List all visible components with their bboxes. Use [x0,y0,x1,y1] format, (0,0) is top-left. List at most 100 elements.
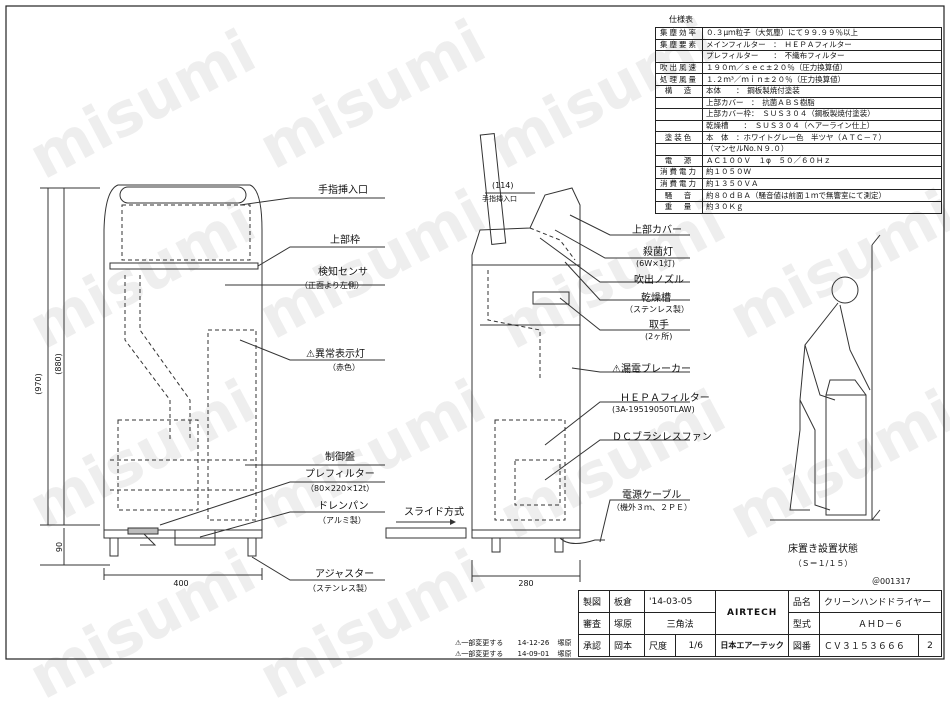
side-dimensions [471,192,581,582]
label-slide: スライド方式 [404,507,464,518]
revision-by: 塚原 [557,639,572,647]
spec-value: 上部カバー枠： ＳＵＳ３０４（鋼板製焼付塗装） [702,108,942,121]
tb-label: 製図 [578,590,610,613]
tb-value: 板倉 [609,590,645,613]
revision-row: ⚠一部変更する 14-09-01 塚原 [455,651,572,658]
title-block: 製図 板倉 '14-03-05 AIRTECH 品名 クリーンハンドドライヤー … [578,590,943,658]
dim-height-base: 90 [55,541,65,553]
spec-value: 乾燥槽 ： ＳＵＳ３０４（ヘアーライン仕上） [702,119,942,133]
spec-key: 処理風量 [655,73,703,86]
label-adjuster-sub: （ステンレス製） [308,584,372,593]
spec-value: 約１０５０Ｗ [702,166,942,179]
spec-value: ０.３μｍ粒子（大気塵）にて９９.９９％以上 [702,27,942,40]
spec-key [655,119,703,133]
label-cable-sub: （機外３ｍ、２ＰＥ） [612,503,692,512]
logo-nihon-airtech: 日本エアーテック [715,634,789,657]
spec-value: １９０ｍ／ｓｅｃ±２０％（圧力換算値） [702,61,942,75]
spec-value: 上部カバー ： 抗菌ＡＢＳ樹脂 [702,96,942,110]
spec-row: 構 造本体 ： 鋼板製焼付塗装 [655,84,942,98]
tb-label: 図番 [787,634,820,657]
drawing-lines [5,5,945,660]
dim-height-body: (880) [53,353,63,375]
revision-date: 14-09-01 [517,650,550,658]
label-control-panel: 制御盤 [325,452,355,463]
install-view [770,234,881,521]
spec-row: 消費電力約１０５０Ｗ [655,166,942,179]
tb-value: クリーンハンドドライヤー [818,590,943,613]
label-breaker: ⚠漏電ブレーカー [612,364,691,375]
label-handle-sub: (2ヶ所) [645,332,673,341]
label-fan: ＤＣブラシレスファン [612,432,712,443]
spec-value: 本 体 ：ホワイトグレー色 半ツヤ（ＡＴＣ－７） [702,131,942,144]
label-alarm-lamp: ⚠異常表示灯 [306,349,365,360]
label-cable: 電源ケーブル [622,490,682,501]
label-uv-lamp-sub: (6W×1灯) [636,259,676,268]
spec-value: （マンセルNo.Ｎ９.０） [702,142,942,156]
install-caption: 床置き設置状態 [788,544,858,555]
tb-projection: 三角法 [643,612,717,635]
revision-row: ⚠一部変更する 14-12-26 塚原 [455,640,572,647]
dim-width-side: 280 [518,579,534,588]
spec-value: 約３０Ｋｇ [702,200,942,214]
spec-key: 集塵要素 [655,38,703,52]
spec-key: 塗装色 [655,131,703,144]
tb-label: 型式 [787,612,820,635]
label-hepa-sub: (3A-19519050TLAW) [612,405,695,414]
spec-key: 吹出風速 [655,61,703,75]
spec-row: 騒 音約８０ｄＢＡ（騒音値は前面１ｍで無響室にて測定） [655,189,942,202]
revision-text: 一部変更する [461,650,504,658]
spec-row: 上部カバー ： 抗菌ＡＢＳ樹脂 [655,96,942,110]
tb-label: 品名 [787,590,820,613]
spec-row: 重 量約３０Ｋｇ [655,200,942,214]
spec-key: 消費電力 [655,177,703,191]
revision-by: 塚原 [557,650,572,658]
spec-key [655,108,703,121]
tb-date: '14-03-05 [643,590,717,613]
label-side-hand-slot: 手指挿入口 [482,195,517,203]
logo-airtech: AIRTECH [715,590,789,635]
label-hand-slot: 手指挿入口 [318,185,368,196]
spec-value: １.２ｍ³／ｍｉｎ±２０％（圧力換算値） [702,73,942,86]
revision-date: 14-12-26 [517,639,550,647]
tb-revision: 2 [918,634,942,657]
spec-value: 約１３５０ＶＡ [702,177,942,191]
spec-key: 構 造 [655,84,703,98]
label-uv-lamp: 殺菌灯 [643,247,673,258]
side-view [385,133,605,553]
spec-value: 本体 ： 鋼板製焼付塗装 [702,84,942,98]
spec-key: 電 源 [655,154,703,168]
label-drain-pan-sub: （アルミ製） [318,516,366,525]
spec-key: 消費電力 [655,166,703,179]
front-leaders [159,197,385,581]
spec-value: ＡＣ１００Ｖ １φ ５０／６０Ｈｚ [702,154,942,168]
spec-value: 約８０ｄＢＡ（騒音値は前面１ｍで無響室にて測定） [702,189,942,202]
drawing-sheet: misumi misumi misumi misumi misumi misum… [5,5,950,713]
revision-text: 一部変更する [461,639,504,647]
spec-row: （マンセルNo.Ｎ９.０） [655,142,942,156]
label-dry-tank: 乾燥槽 [641,293,671,304]
label-top-cover: 上部カバー [632,225,682,236]
front-view [103,184,263,557]
dim-hand-slot: (114) [492,181,514,190]
spec-row: 塗装色本 体 ：ホワイトグレー色 半ツヤ（ＡＴＣ－７） [655,131,942,144]
tb-label: 尺度 [644,634,676,657]
label-sensor: 検知センサ [318,267,368,278]
spec-table-title: 仕様表 [669,15,693,24]
label-prefilter: プレフィルター [305,469,375,480]
spec-row: 消費電力約１３５０ＶＡ [655,177,942,191]
install-scale: （Ｓ＝１/１５） [793,559,853,568]
revision-mark: ⚠ [455,639,462,647]
side-leaders [539,214,690,543]
tb-drawing-no: ＣＶ３１５３６６６ [818,634,920,657]
spec-key [655,96,703,110]
spec-value: メインフィルター ： ＨＥＰＡフィルター [702,38,942,52]
label-hepa: ＨＥＰＡフィルター [620,393,710,404]
label-nozzle: 吹出ノズル [634,275,684,286]
spec-key: 騒 音 [655,189,703,202]
tb-label: 審査 [578,612,610,635]
label-sensor-sub: （正面より左側） [300,281,364,290]
